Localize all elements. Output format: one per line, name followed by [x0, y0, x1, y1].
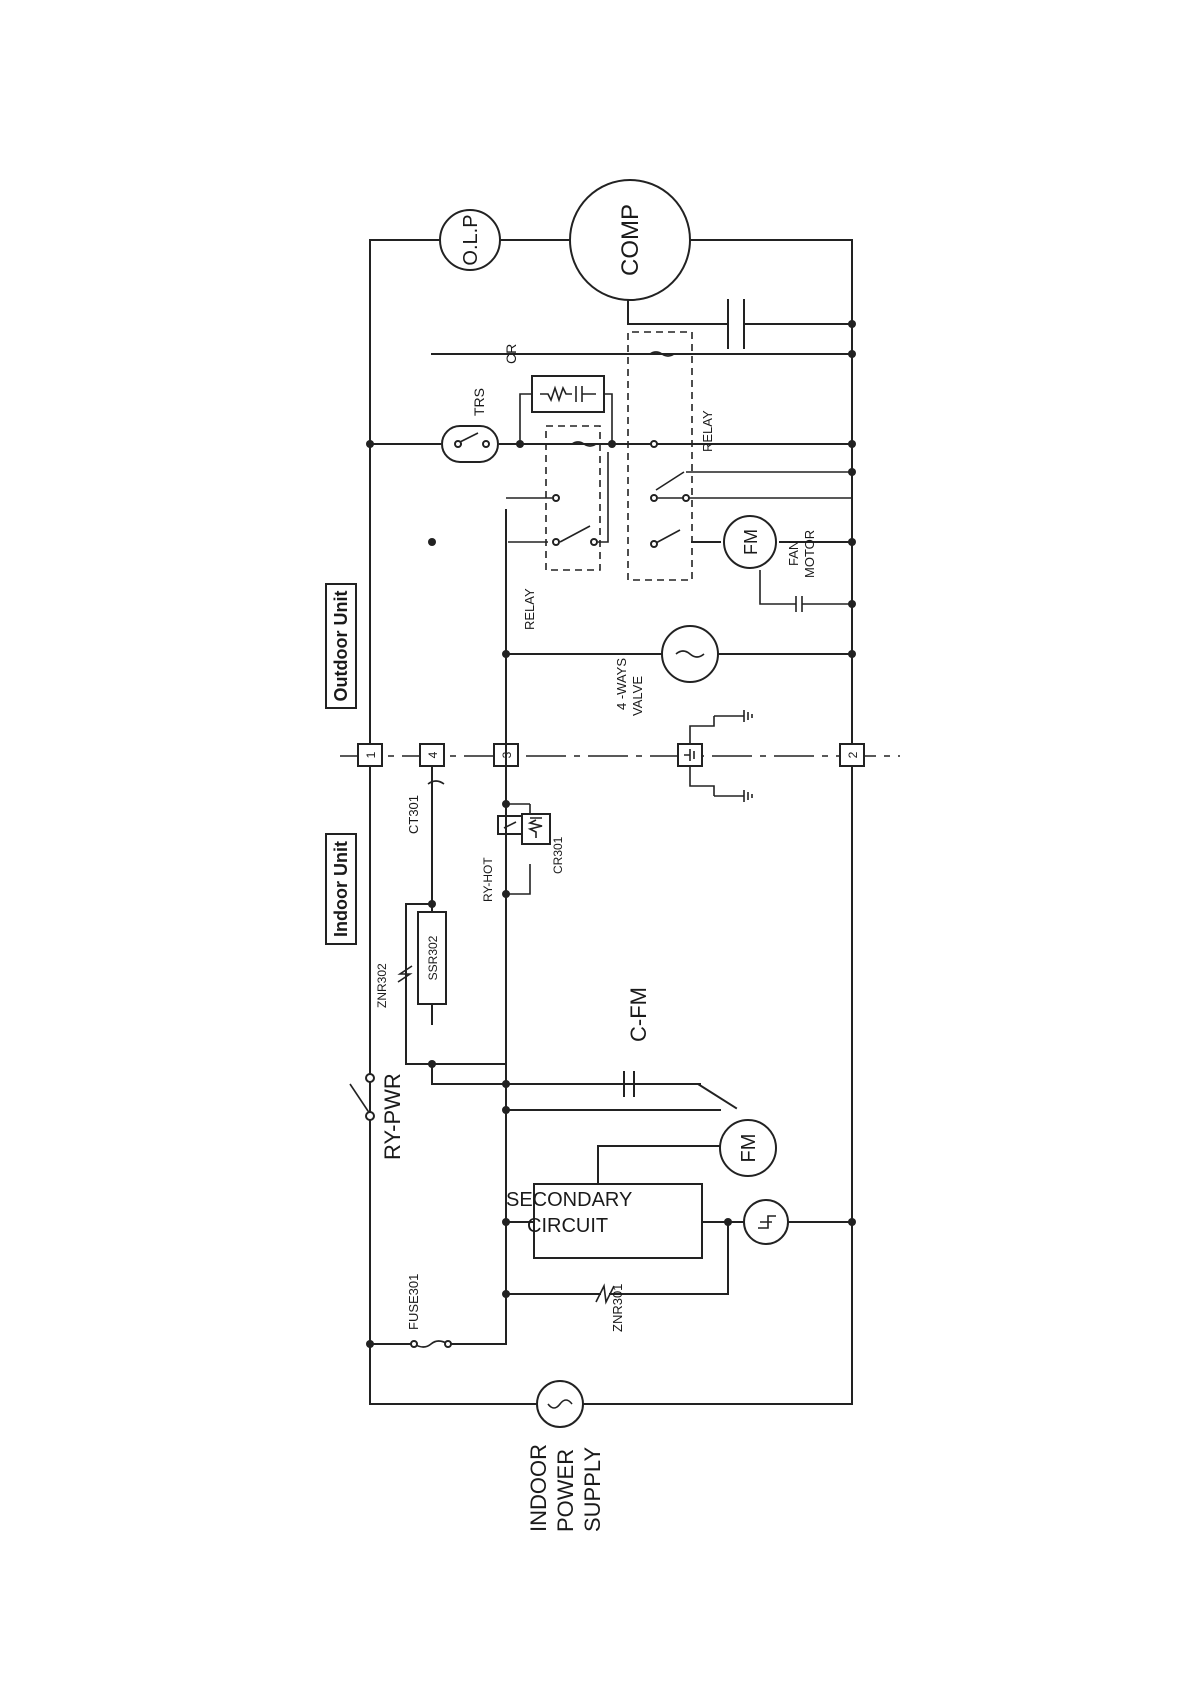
comp-capacitor	[728, 300, 744, 348]
comp-label: COMP	[617, 204, 644, 276]
trs-label: TRS	[471, 388, 487, 416]
secondary-label-1-upright: SECONDARY	[506, 1189, 632, 1211]
relay-right-c2	[651, 495, 657, 501]
four-way-label-1: 4 -WAYS	[614, 658, 629, 710]
terminal-4-label: 4	[426, 751, 440, 758]
trs-contact-b	[483, 441, 489, 447]
ct301-coil	[428, 781, 444, 784]
znr302-label: ZNR302	[375, 963, 389, 1008]
fm-outdoor-label: FM	[741, 529, 761, 555]
fan-motor-cap	[796, 596, 802, 612]
ssr302-label: SSR302	[426, 935, 440, 980]
relay-left-c1	[553, 539, 559, 545]
relay-right-c3	[651, 541, 657, 547]
cr301-label: CR301	[551, 836, 565, 874]
relay-left-c3	[553, 495, 559, 501]
znr301-label: ZNR301	[610, 1284, 625, 1332]
fuse301-label: FUSE301	[406, 1274, 421, 1330]
fan-motor-cap-wire	[760, 570, 796, 604]
c-fm-label: C-FM	[626, 987, 651, 1042]
ry-pwr-label: RY-PWR	[380, 1073, 405, 1160]
fuse-c2	[445, 1341, 451, 1347]
trs-contact-a	[455, 441, 461, 447]
supply-label-3: SUPPLY	[580, 1446, 605, 1532]
comp-cap-lead	[628, 300, 728, 324]
fm-indoor-label: FM	[738, 1134, 760, 1163]
relay-left-label: RELAY	[522, 588, 537, 630]
fuse301-symbol	[414, 1341, 448, 1347]
fuse-wire	[370, 704, 506, 1344]
ry-pwr-c2	[366, 1074, 374, 1082]
relay-outdoor-right	[628, 332, 692, 580]
ct301-label: CT301	[406, 795, 421, 834]
ry-pwr-switch	[350, 1084, 370, 1114]
terminal-1-label: 1	[364, 751, 378, 758]
relay-right-label: RELAY	[700, 410, 715, 452]
fan-motor-label-2: MOTOR	[802, 530, 817, 578]
relay-left-c2	[591, 539, 597, 545]
terminal-2-label: 2	[846, 751, 860, 758]
supply-label-1: INDOOR	[526, 1444, 551, 1532]
supply-label-2: POWER	[553, 1449, 578, 1532]
relay-right-c1	[651, 441, 657, 447]
ry-pwr-c1	[366, 1112, 374, 1120]
ground-indoor	[714, 790, 752, 802]
olp-label: O.L.P	[460, 214, 482, 265]
ry-hot-label: RY-HOT	[481, 857, 495, 902]
cr-label: CR	[503, 344, 519, 364]
relay-right-blade1	[656, 472, 852, 490]
indoor-unit-label: Indoor Unit	[331, 841, 351, 937]
ground-outdoor	[714, 710, 752, 722]
fuse-c1	[411, 1341, 417, 1347]
wire-to-cfm	[432, 1064, 700, 1084]
cfm-lead2	[634, 1084, 736, 1108]
fan-motor-label-1: FAN	[786, 541, 801, 566]
four-way-label-2: VALVE	[630, 676, 645, 716]
relay-right-c4	[683, 495, 689, 501]
outdoor-unit-label: Outdoor Unit	[331, 591, 351, 702]
secondary-label-2: CIRCUIT	[527, 1215, 608, 1237]
